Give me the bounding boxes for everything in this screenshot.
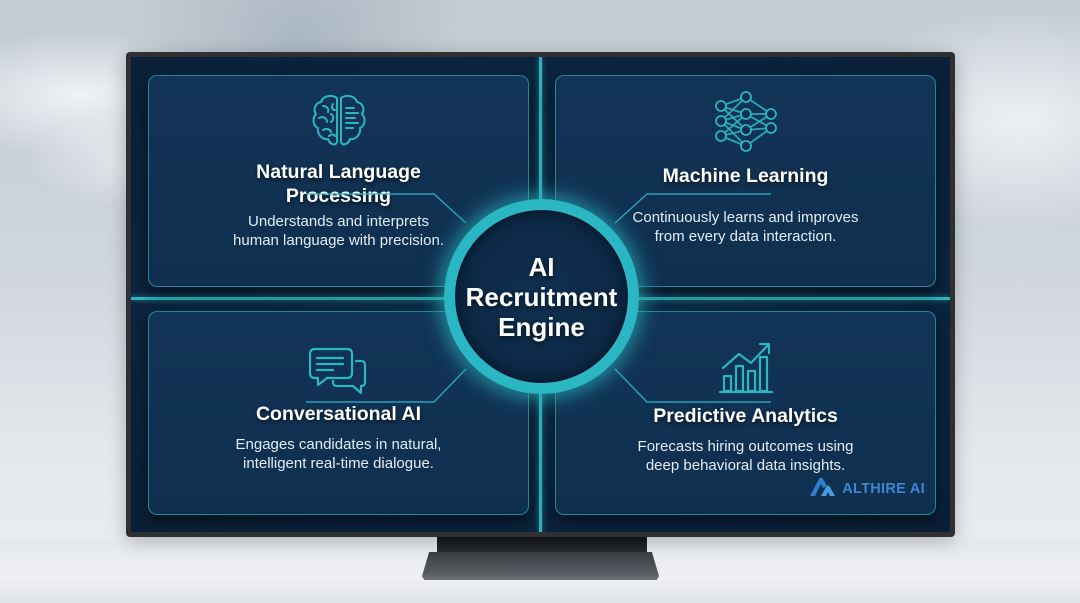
panel-description: Engages candidates in natural, intellige… xyxy=(235,436,442,472)
brand-logo: ALTHIRE AI xyxy=(808,474,925,504)
monitor-stand-base xyxy=(422,552,659,580)
bar-chart-trend-icon xyxy=(718,340,774,399)
panel-title: Predictive Analytics xyxy=(653,405,838,427)
brand-name: ALTHIRE AI xyxy=(842,481,925,497)
panel-title: Natural Language Processing xyxy=(256,161,421,207)
althire-logo-icon xyxy=(808,476,836,503)
ai-recruitment-engine-hub: AI Recruitment Engine xyxy=(444,199,639,394)
chat-bubbles-icon xyxy=(308,346,369,401)
panel-title: Conversational AI xyxy=(255,403,422,425)
monitor: Natural Language Processing Understands … xyxy=(126,52,955,537)
hub-title: AI Recruitment Engine xyxy=(465,251,618,342)
panel-title: Machine Learning xyxy=(662,165,829,187)
brain-icon xyxy=(309,92,369,155)
monitor-stand-neck xyxy=(437,536,647,554)
panel-description: Forecasts hiring outcomes using deep beh… xyxy=(637,438,854,474)
neural-network-icon xyxy=(714,90,778,157)
monitor-screen: Natural Language Processing Understands … xyxy=(131,57,950,532)
